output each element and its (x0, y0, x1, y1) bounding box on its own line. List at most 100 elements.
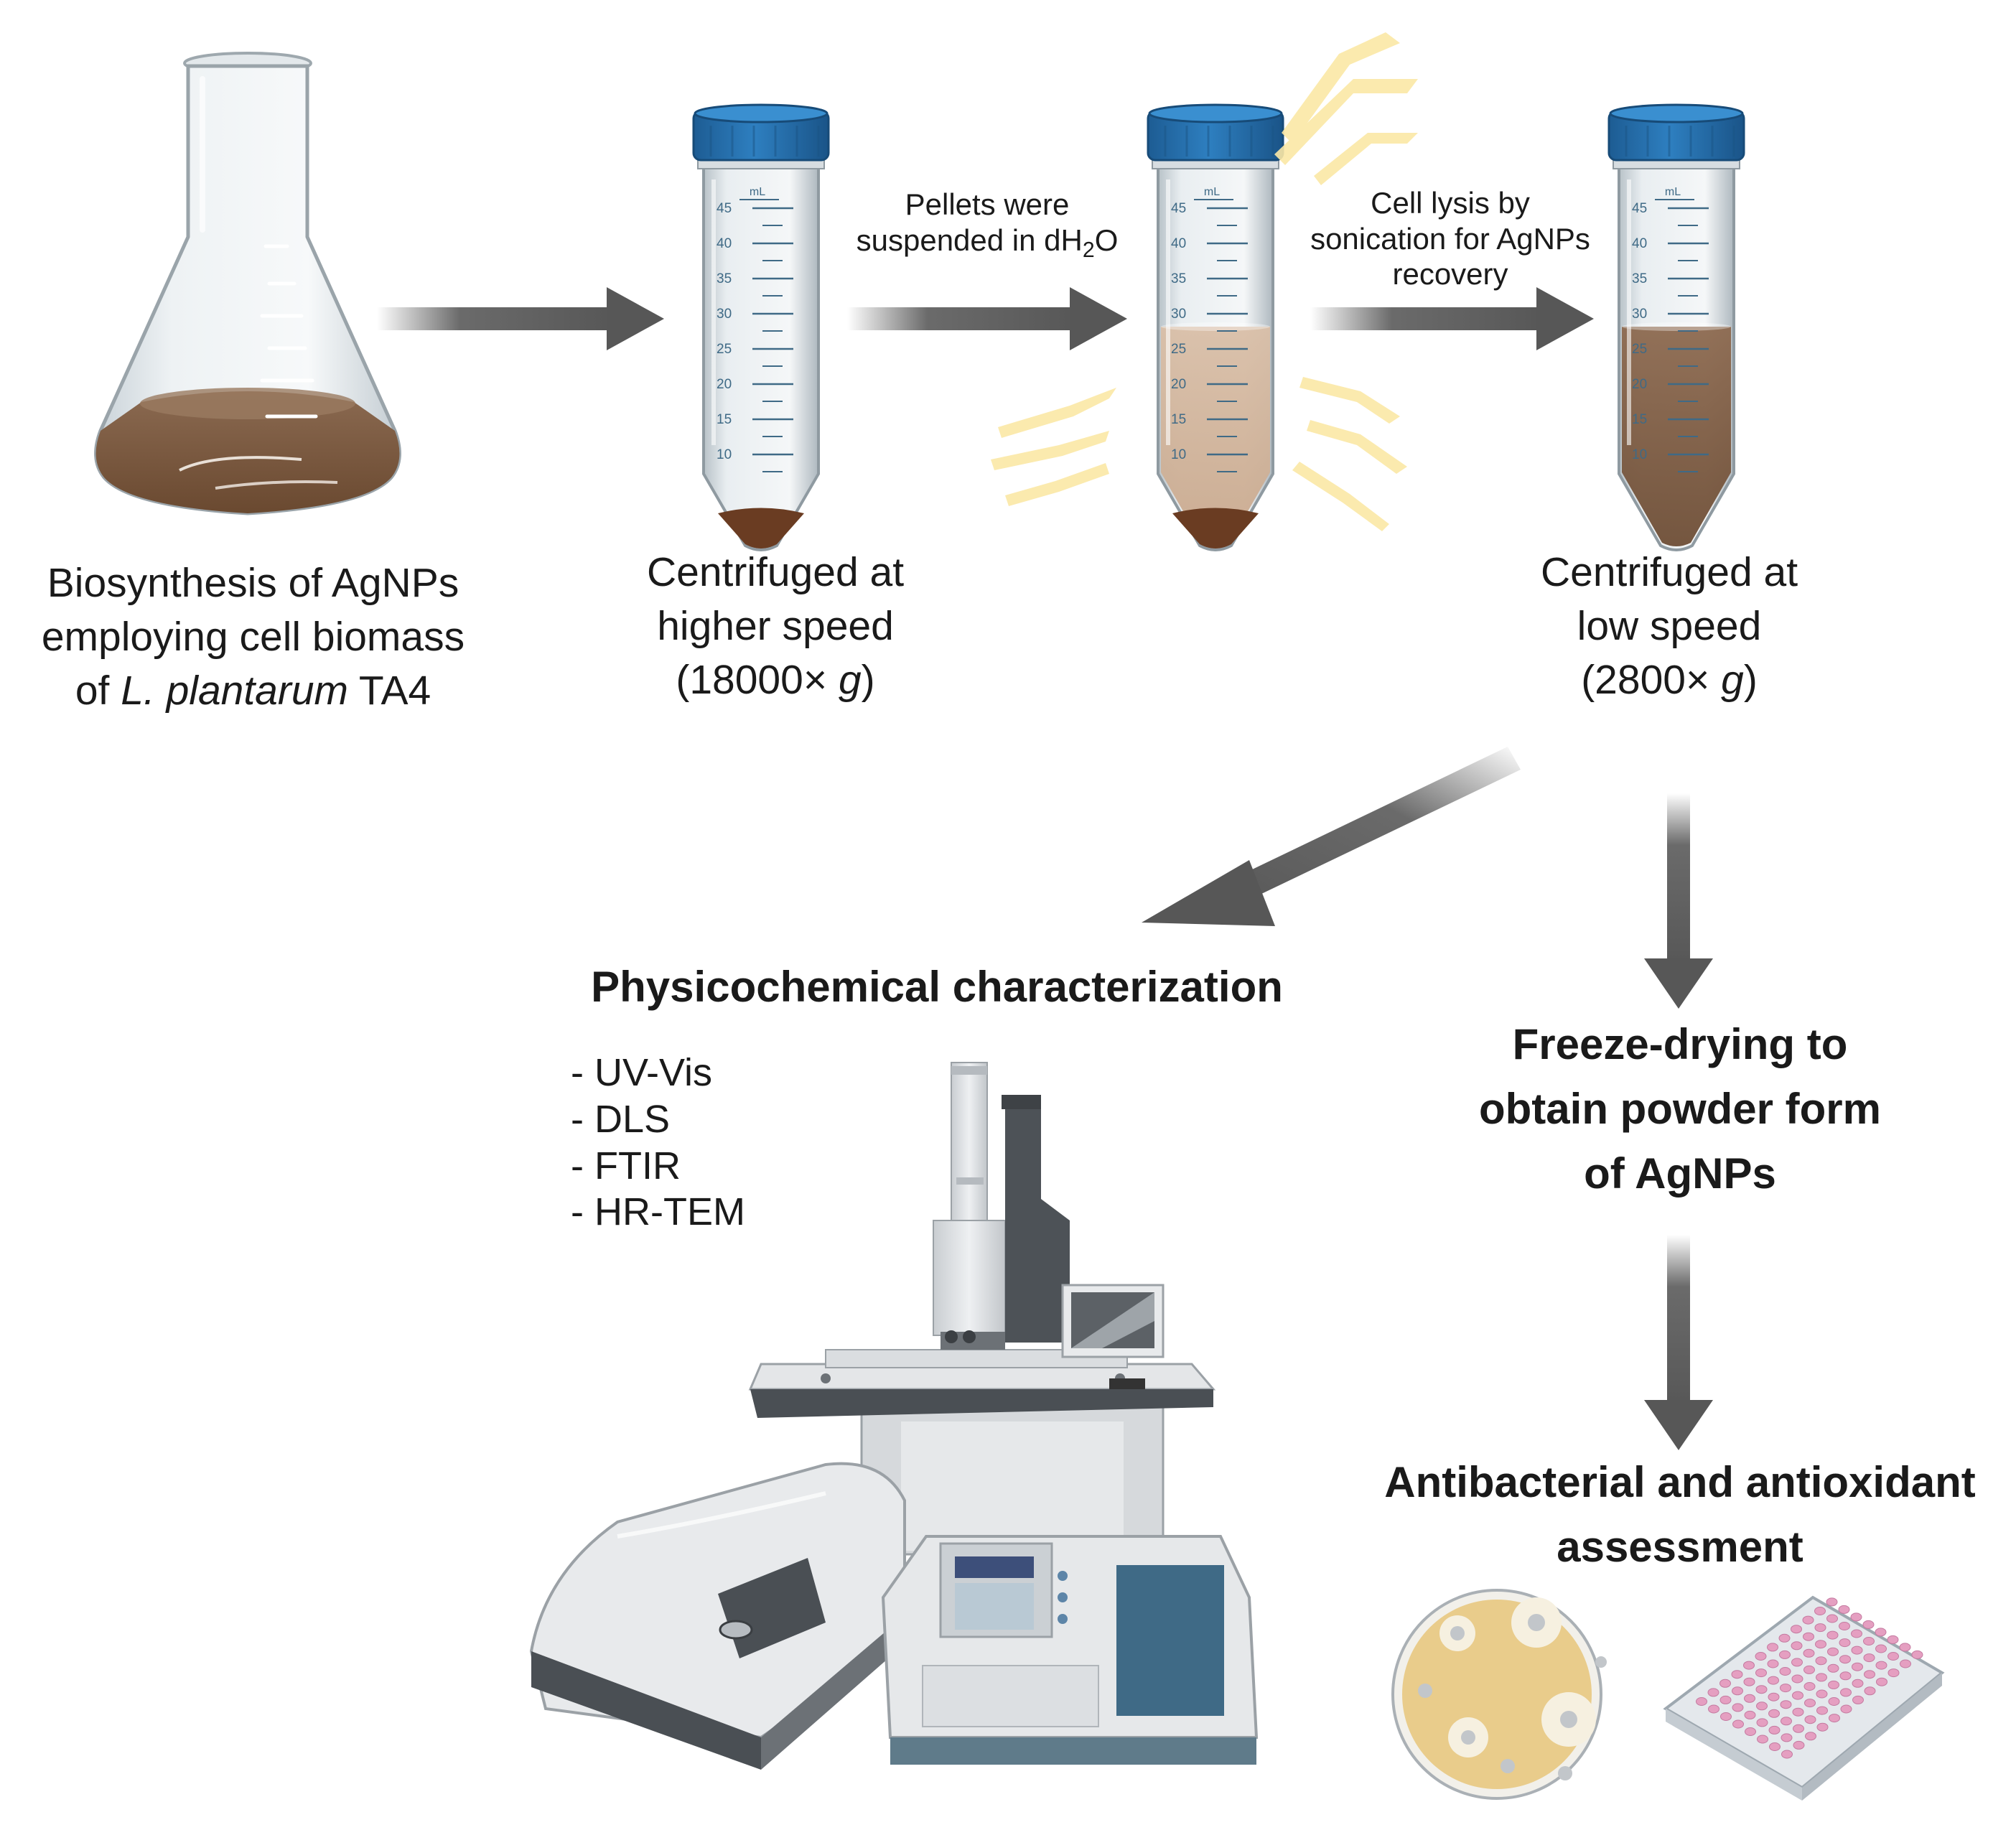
microplate-well (1720, 1712, 1732, 1721)
microplate-well (1792, 1691, 1803, 1700)
tube-tick-label: 20 (1632, 377, 1647, 392)
microplate-well (1839, 1671, 1852, 1681)
tube-tick-label: 25 (717, 342, 732, 357)
arrow-to-centrifuge-high (377, 287, 664, 350)
microplate-well (1781, 1733, 1793, 1742)
microplate-well (1804, 1699, 1816, 1708)
microplate-well (1887, 1668, 1900, 1678)
microplate-well (1851, 1629, 1862, 1638)
uv-vis-spectrophotometer-icon (881, 1535, 1259, 1765)
microplate-well (1743, 1677, 1755, 1686)
microplate-well (1840, 1688, 1852, 1697)
microplate-well (1864, 1670, 1875, 1679)
microplate-well (1802, 1615, 1814, 1625)
microplate-well (1840, 1704, 1852, 1714)
microplate-well (1780, 1684, 1791, 1693)
tube-tick-label: 30 (717, 307, 732, 322)
tube-tick-label: 30 (1632, 307, 1647, 322)
microplate-well (1755, 1652, 1767, 1661)
technique-dls: - DLS (571, 1097, 671, 1141)
microplate-well (1828, 1680, 1839, 1689)
microplate-well (1781, 1750, 1793, 1759)
microplate-well (1875, 1644, 1887, 1653)
microplate-well (1803, 1682, 1816, 1691)
tube-tick-label: 35 (1632, 271, 1647, 286)
microplate-well (1732, 1719, 1744, 1729)
microplate-well (1900, 1659, 1911, 1668)
microplate-icon (1663, 1595, 1945, 1801)
technique-ftir: - FTIR (571, 1144, 681, 1187)
microplate-well (1791, 1658, 1803, 1667)
erlenmeyer-flask-icon (94, 52, 401, 515)
tube-tick-label: 45 (717, 201, 732, 216)
microplate-well (1838, 1605, 1850, 1614)
step-centrifuge-high-label: Centrifuged at higher speed (18000× g) (646, 549, 905, 704)
microplate-well (1756, 1701, 1768, 1711)
microplate-well (1719, 1679, 1731, 1688)
microplate-well (1743, 1661, 1755, 1670)
microplate-well (1816, 1706, 1828, 1715)
tube-unit-label: mL (750, 186, 765, 198)
microplate-well (1863, 1637, 1875, 1645)
microplate-well (1757, 1735, 1768, 1744)
step-centrifuge-low-label: Centrifuged at low speed (2800× g) (1540, 549, 1798, 704)
microplate-well (1755, 1685, 1768, 1694)
microplate-well (1744, 1694, 1755, 1703)
tube-tick-label: 30 (1171, 307, 1186, 322)
tube-tick-label: 35 (1171, 271, 1186, 286)
microplate-well (1779, 1650, 1791, 1659)
microplate-well (1864, 1686, 1876, 1696)
microplate-well (1862, 1620, 1875, 1629)
microplate-well (1803, 1665, 1815, 1674)
freeze-drying-label: Freeze-drying to obtain powder form of A… (1479, 1020, 1881, 1198)
tube-unit-label: mL (1665, 186, 1681, 198)
microplate-well (1791, 1641, 1803, 1651)
arrow-to-freeze-drying (1644, 793, 1713, 1009)
microplate-well (1791, 1625, 1802, 1634)
tube-tick-label: 15 (1171, 412, 1186, 427)
microplate-well (1827, 1647, 1839, 1656)
microplate-well (1887, 1652, 1899, 1661)
agar-plate-icon (1391, 1589, 1607, 1800)
tube-tick-label: 40 (1632, 236, 1647, 251)
microplate-well (1745, 1727, 1756, 1736)
microplate-well (1829, 1714, 1840, 1723)
electron-microscope-icon (748, 1062, 1216, 1556)
microplate-well (1767, 1659, 1779, 1668)
microplate-well (1816, 1722, 1829, 1732)
microplate-well (1839, 1638, 1851, 1648)
microplate-well (1875, 1628, 1887, 1637)
microplate-well (1863, 1653, 1875, 1663)
microplate-well (1850, 1612, 1862, 1622)
microplate-well (1816, 1673, 1827, 1682)
arrow-to-assessment (1644, 1235, 1713, 1450)
tube-tick-label: 10 (717, 447, 732, 462)
microplate-well (1768, 1725, 1781, 1735)
tube-tick-label: 45 (1632, 201, 1647, 216)
tube-tick-label: 45 (1171, 201, 1186, 216)
microplate-well (1708, 1704, 1719, 1714)
microplate-well (1793, 1724, 1804, 1733)
technique-hr-tem: - HR-TEM (571, 1190, 745, 1234)
microplate-well (1767, 1643, 1778, 1652)
microplate-well (1768, 1709, 1780, 1718)
tube-tick-label: 15 (1632, 412, 1647, 427)
microplate-well (1793, 1740, 1805, 1750)
spectrometer-icon (529, 1462, 906, 1770)
arrow-lysis-label: Cell lysis by sonication for AgNPs recov… (1310, 186, 1590, 291)
microplate-well (1839, 1655, 1851, 1664)
microplate-well (1778, 1633, 1791, 1643)
microplate-well (1707, 1688, 1719, 1697)
microplate-well (1803, 1632, 1814, 1641)
tube-tick-label: 35 (717, 271, 732, 286)
microplate-well (1732, 1703, 1744, 1712)
microplate-well (1839, 1622, 1850, 1630)
step-biosynthesis-label: Biosynthesis of AgNPs employing cell bio… (41, 560, 465, 714)
microplate-well (1731, 1670, 1743, 1679)
microplate-well (1827, 1663, 1839, 1673)
microplate-well (1826, 1614, 1838, 1623)
microplate-well (1755, 1668, 1767, 1678)
